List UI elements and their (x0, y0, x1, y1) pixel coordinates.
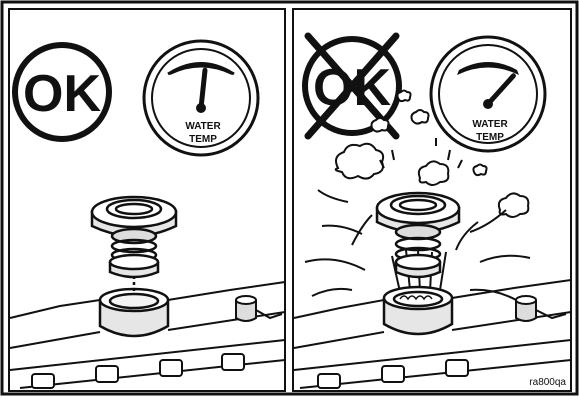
water-temp-gauge-hot: WATER TEMP (431, 37, 545, 151)
gauge-label-temp: TEMP (189, 134, 217, 145)
filler-neck-boiling (384, 287, 452, 334)
gauge-label-water-hot: WATER (472, 119, 508, 130)
gauge-label-water: WATER (185, 121, 221, 132)
gauge-label-temp-hot: TEMP (476, 132, 504, 143)
gauge-pivot (196, 103, 206, 113)
gauge-pivot-hot (483, 99, 493, 109)
water-temp-gauge: WATER TEMP (144, 41, 258, 155)
figure-code: ra800qa (529, 377, 566, 388)
ok-badge-text: OK (23, 65, 101, 123)
panel-left: OK WATER TEMP (9, 9, 285, 391)
panel-right: OK WATER TEMP (293, 9, 571, 391)
